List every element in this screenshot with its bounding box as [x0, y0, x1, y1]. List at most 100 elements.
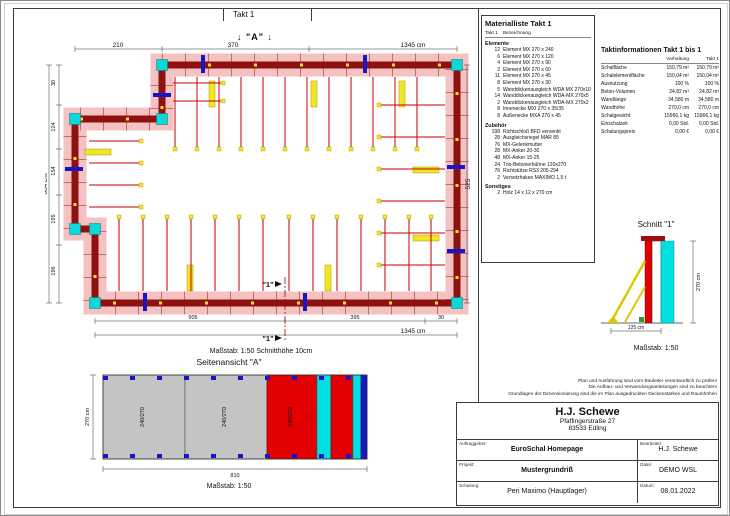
brace-foot [164, 214, 170, 220]
brace-foot [116, 214, 122, 220]
brace-foot [236, 214, 242, 220]
field-value: Mustergrundriß [521, 467, 573, 474]
section-title: Schnitt "1" [637, 220, 675, 229]
section-arrow-icon [275, 335, 282, 341]
dim-total-right: 525 [465, 178, 472, 189]
title-block-header: H.J. Schewe Pfaffingerstraße 27 83533 Ed… [457, 403, 718, 440]
material-item-qty: 2 [497, 190, 500, 197]
elevation-panels [102, 374, 368, 460]
material-item-name: Wanddickenausgleich WDA-MX 270x5 [503, 93, 589, 100]
field-value: EuroSchal Homepage [510, 446, 584, 453]
company-address-city: 83533 Edling [568, 425, 607, 432]
takt-label: Takt 1 [233, 10, 255, 19]
brace-foot [216, 146, 222, 152]
frame-tick [223, 9, 224, 21]
material-item-qty: 28 [494, 148, 500, 155]
brace-foot [220, 80, 226, 86]
field-label: Schalung: [459, 483, 480, 488]
dim-width: 810 [230, 473, 239, 479]
takt-info-vorhaltung-value: 0,00 Std. [668, 121, 689, 127]
brace-foot [406, 214, 412, 220]
dim-height: 270 cm [85, 408, 91, 426]
panel-label: 240/270 [140, 407, 146, 427]
col-vorhaltung: Vorhaltung [666, 57, 689, 62]
material-item-name: Ausgleichsriegel MAR 85 [503, 135, 559, 142]
takt-info-takt1-value: 24,82 m³ [699, 89, 719, 95]
material-item-name: Holz 14 x 12 x 270 cm [503, 190, 553, 197]
title-block-cell: Datei:DEMO WSL [638, 461, 718, 482]
takt-info-vorhaltung-value: 24,82 m³ [669, 89, 689, 95]
brace-foot [348, 146, 354, 152]
panel-label: 240/270 [222, 407, 228, 427]
frame-tick [311, 9, 312, 21]
side-view-dimensions: 270 cm 810 [85, 374, 368, 479]
material-item-qty: 28 [494, 135, 500, 142]
material-item-name: Wanddickenausgleich WDA-MX 270x2 [503, 99, 589, 106]
company-name: H.J. Schewe [555, 406, 620, 418]
side-view-title: Seitenansicht "A" [196, 357, 262, 367]
material-item-qty: 5 [497, 86, 500, 93]
material-item-name: Außenecke MXA 270 x 45 [503, 112, 561, 119]
material-list: Materialliste Takt 1 Takt 1 Bezeichnung … [481, 15, 595, 263]
push-pull-props [607, 260, 647, 323]
material-item-qty: 2 [497, 99, 500, 106]
brace-foot [140, 214, 146, 220]
field-value: DEMO WSL [658, 467, 698, 474]
dim-segment-top: 370 [228, 42, 239, 49]
material-item-name: Innenecke MXI 270 x 35/35 [503, 106, 564, 113]
col-name: Bezeichnung [503, 31, 531, 36]
section-scale: Maßstab: 1:50 [633, 345, 679, 352]
layout-divider [478, 8, 479, 402]
sheet-outer-frame [4, 3, 728, 515]
takt-info-label: Wandhöhe [601, 105, 625, 111]
material-item-name: MX-Anker 15-25 [503, 154, 540, 161]
brace-foot [310, 214, 316, 220]
takt-info-takt1-value: 150,04 m² [696, 73, 719, 79]
material-item-name: Richtstütze RS3 205-294 [503, 168, 559, 175]
side-view-scale: Maßstab: 1:50 [206, 483, 252, 490]
takt-info-takt1-value: 270,0 cm [698, 105, 719, 111]
takt-info-takt1-value: 100 % [704, 81, 719, 87]
dim-total-bottom: 1345 cm [401, 328, 426, 335]
takt-info-header: Vorhaltung Takt 1 [601, 57, 719, 64]
corner-elements [69, 59, 463, 309]
note-line: Die Aufbau- und Verwendungsanleitungen s… [588, 385, 717, 391]
brace-foot [172, 146, 178, 152]
section-line-marker: "1" "1" [262, 277, 286, 343]
material-item-name: Trio-Betonierbühne 120x270 [503, 161, 567, 168]
dim-segment-left: 196 [51, 266, 57, 275]
section-dimensions: 270 cm 125 cm [610, 240, 702, 334]
dim-total-top: 1345 cm [401, 42, 426, 49]
note-line: Grundlagen der Dimensionierung sind die … [508, 391, 717, 397]
small-filler-elements [65, 55, 465, 311]
material-item-qty: 76 [494, 168, 500, 175]
material-item-qty: 14 [494, 93, 500, 100]
material-item-qty: 2 [497, 66, 500, 73]
material-item-name: Element MX 270 x 60 [503, 66, 551, 73]
title-block-cell: Auftraggeber:EuroSchal Homepage [457, 440, 638, 461]
col-qty: Takt 1 [485, 31, 498, 36]
takt-info-takt1-value: 15966,1 kg [694, 113, 719, 119]
takt-info-label: Schalfläche [601, 65, 627, 71]
takt-info-takt1-value: 0,00 Std. [698, 121, 719, 127]
material-group-header: Zubehör [485, 122, 507, 129]
material-item-qty: 198 [491, 128, 500, 135]
material-item-qty: 11 [494, 73, 500, 80]
title-block-cell: Datum:08.01.2022 [638, 482, 718, 503]
